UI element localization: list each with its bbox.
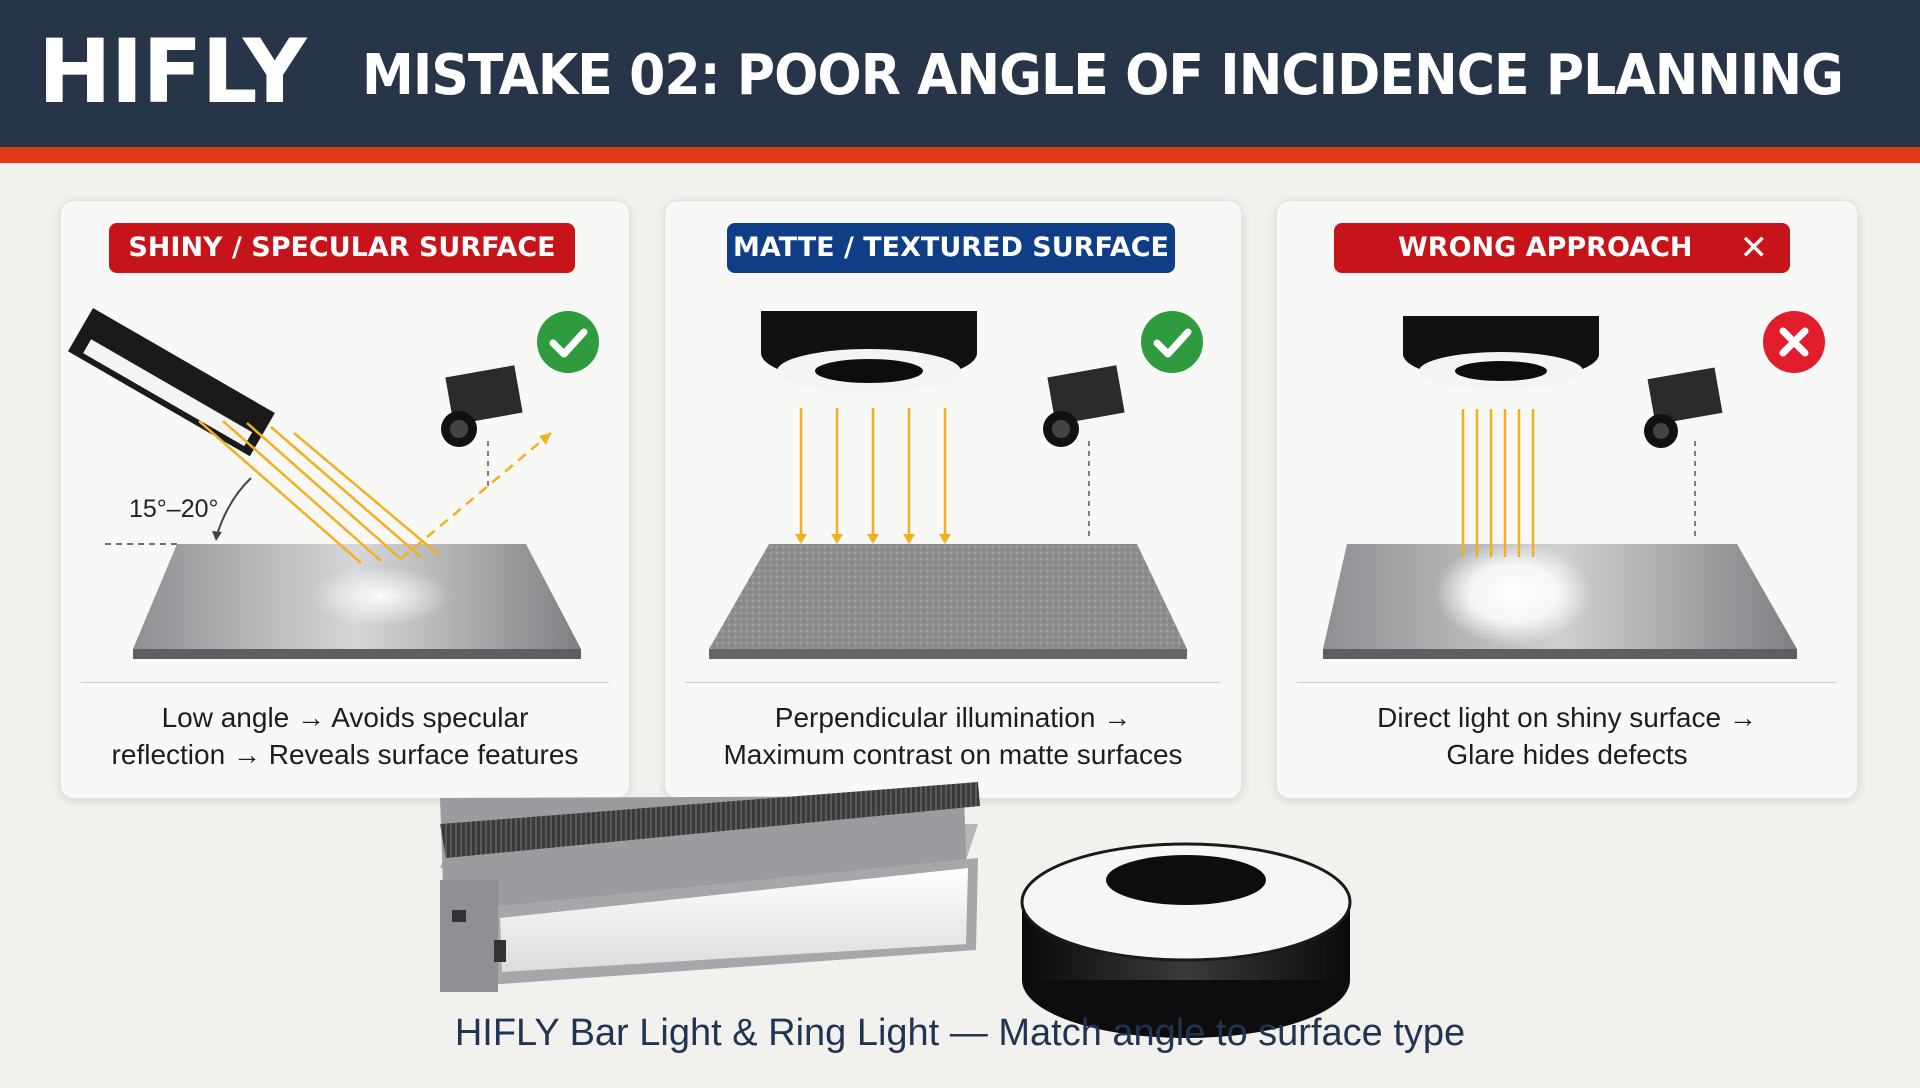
bar-light-icon	[68, 308, 275, 457]
panel-divider	[1297, 682, 1837, 683]
caption-line: Low angle → Avoids specular	[161, 702, 529, 733]
caption-line: Maximum contrast on matte surfaces	[723, 739, 1183, 770]
ring-light-icon	[761, 311, 977, 393]
panel-tag-label: WRONG APPROACH	[1398, 232, 1693, 263]
brand-logo: HIFLY	[38, 20, 307, 123]
camera-icon	[1644, 367, 1723, 448]
close-icon: ✕	[1739, 228, 1769, 268]
caption-line: Direct light on shiny surface →	[1377, 702, 1757, 733]
panel-shiny-surface: SHINY / SPECULAR SURFACE	[60, 200, 630, 799]
camera-icon	[1043, 365, 1125, 447]
panel-matte-surface: MATTE / TEXTURED SURFACE	[664, 200, 1242, 799]
panel-divider	[685, 682, 1221, 683]
x-circle-icon	[1763, 311, 1825, 373]
panel-tag-shiny: SHINY / SPECULAR SURFACE	[109, 223, 575, 273]
header-accent-stripe	[0, 147, 1920, 163]
caption-line: Perpendicular illumination →	[774, 702, 1132, 733]
check-icon	[537, 311, 599, 373]
panel-tag-matte: MATTE / TEXTURED SURFACE	[727, 223, 1175, 273]
ring-light-icon	[1403, 316, 1599, 390]
bar-light-product	[440, 782, 980, 992]
panel-wrong-approach: WRONG APPROACH ✕	[1276, 200, 1858, 799]
panel-caption-wrong: Direct light on shiny surface → Glare hi…	[1277, 699, 1857, 773]
panel-divider	[81, 682, 609, 683]
footer-caption: HIFLY Bar Light & Ring Light — Match ang…	[454, 1012, 1466, 1054]
matte-surface-illustration	[709, 311, 1187, 659]
shiny-surface-illustration	[68, 308, 581, 659]
caption-line: Glare hides defects	[1446, 739, 1688, 770]
camera-icon	[441, 365, 523, 447]
header-bar: HIFLY MISTAKE 02: POOR ANGLE OF INCIDENC…	[0, 0, 1920, 147]
wrong-approach-illustration	[1323, 316, 1797, 659]
panel-caption-matte: Perpendicular illumination → Maximum con…	[665, 699, 1241, 773]
ring-light-product	[1020, 842, 1352, 1038]
glare-spot	[1435, 541, 1591, 645]
caption-line: reflection → Reveals surface features	[111, 739, 579, 770]
angle-label: 15°–20°	[129, 495, 219, 523]
panel-caption-shiny: Low angle → Avoids specular reflection →…	[61, 699, 629, 773]
page-title: MISTAKE 02: POOR ANGLE OF INCIDENCE PLAN…	[362, 43, 1844, 108]
check-icon	[1141, 311, 1203, 373]
panel-tag-wrong: WRONG APPROACH ✕	[1334, 223, 1790, 273]
matte-plate	[709, 544, 1187, 649]
